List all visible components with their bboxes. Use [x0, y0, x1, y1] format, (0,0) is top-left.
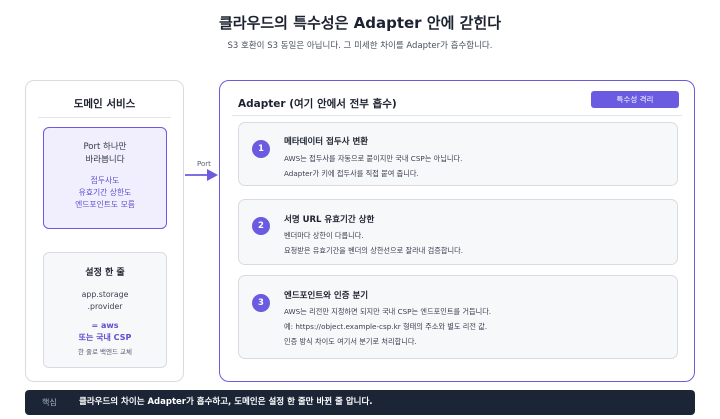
port-sub-line: 유효기간 상한도 [78, 188, 132, 197]
step-number-badge: 1 [252, 140, 270, 158]
right-arrow-icon [185, 169, 218, 181]
step-title: 엔드포인트와 인증 분기 [284, 291, 369, 301]
port-sub-line: 엔드포인트도 모름 [75, 200, 135, 209]
adapter-title: Adapter (여기 안에서 전부 흡수) [238, 98, 397, 110]
adapter-step-1: 1 메타데이터 접두사 변환 AWS는 접두사를 자동으로 붙이지만 국내 CS… [238, 122, 678, 186]
step-title: 서명 URL 유효기간 상한 [284, 215, 375, 225]
step-number-badge: 2 [252, 217, 270, 235]
adapter-card: Adapter (여기 안에서 전부 흡수) 특수성 격리 1 메타데이터 접두… [219, 80, 695, 382]
config-key-line: app.storage [81, 290, 129, 299]
config-box-title: 설정 한 줄 [85, 268, 125, 278]
page-subtitle: S3 호환이 S3 동일은 아닙니다. 그 미세한 차이를 Adapter가 흡… [227, 41, 493, 51]
divider [38, 117, 171, 118]
step-description-line: AWS는 접두사를 자동으로 붙이지만 국내 CSP는 아닙니다. [284, 154, 463, 163]
domain-service-card: 도메인 서비스 Port 하나만 바라봅니다 접두사도 유효기간 상한도 엔드포… [25, 80, 184, 382]
banner-label: 핵심 [42, 398, 57, 407]
step-description-line: 요청받은 유효기간을 벤더의 상한선으로 잘라내 검증합니다. [284, 246, 464, 255]
adapter-step-3: 3 엔드포인트와 인증 분기 AWS는 리전만 지정하면 되지만 국내 CSP는… [238, 275, 678, 359]
isolation-badge: 특수성 격리 [591, 91, 679, 108]
config-value: = aws 또는 국내 CSP [44, 320, 166, 344]
step-description-line: 예: https://object.example-csp.kr 형태의 주소와… [284, 322, 488, 331]
step-title: 메타데이터 접두사 변환 [284, 137, 369, 147]
step-description-line: 인증 방식 차이도 여기서 분기로 처리합니다. [284, 337, 417, 346]
step-number-badge: 3 [252, 294, 270, 312]
port-sub-line: 접두사도 [90, 176, 120, 185]
step-description-line: Adapter가 키에 접두사를 직접 붙여 줍니다. [284, 169, 419, 178]
adapter-step-2: 2 서명 URL 유효기간 상한 벤더마다 상한이 다릅니다. 요청받은 유효기… [238, 199, 678, 265]
domain-service-title: 도메인 서비스 [73, 98, 136, 110]
key-takeaway-banner: 핵심 클라우드의 차이는 Adapter가 흡수하고, 도메인은 설정 한 줄만… [25, 390, 695, 415]
step-description-line: AWS는 리전만 지정하면 되지만 국내 CSP는 엔드포인트를 거듭니다. [284, 307, 492, 316]
page-title: 클라우드의 특수성은 Adapter 안에 갇힌다 [218, 14, 502, 32]
config-value-line: 또는 국내 CSP [78, 333, 132, 342]
config-key-line: .provider [87, 302, 123, 311]
port-box-main-text: Port 하나만 바라봅니다 [83, 142, 127, 165]
divider [232, 115, 682, 116]
port-connector-label: Port [197, 160, 211, 168]
config-value-line: = aws [91, 321, 119, 330]
config-box: 설정 한 줄 app.storage .provider = aws 또는 국내… [43, 252, 167, 368]
banner-text: 클라우드의 차이는 Adapter가 흡수하고, 도메인은 설정 한 줄만 바뀐… [79, 397, 373, 407]
step-description-line: 벤더마다 상한이 다릅니다. [284, 231, 364, 240]
config-key: app.storage .provider [44, 289, 166, 313]
port-box-sub-text: 접두사도 유효기간 상한도 엔드포인트도 모름 [44, 175, 166, 211]
port-box: Port 하나만 바라봅니다 접두사도 유효기간 상한도 엔드포인트도 모름 [43, 127, 167, 229]
config-note: 한 줄로 백엔드 교체 [77, 348, 133, 356]
